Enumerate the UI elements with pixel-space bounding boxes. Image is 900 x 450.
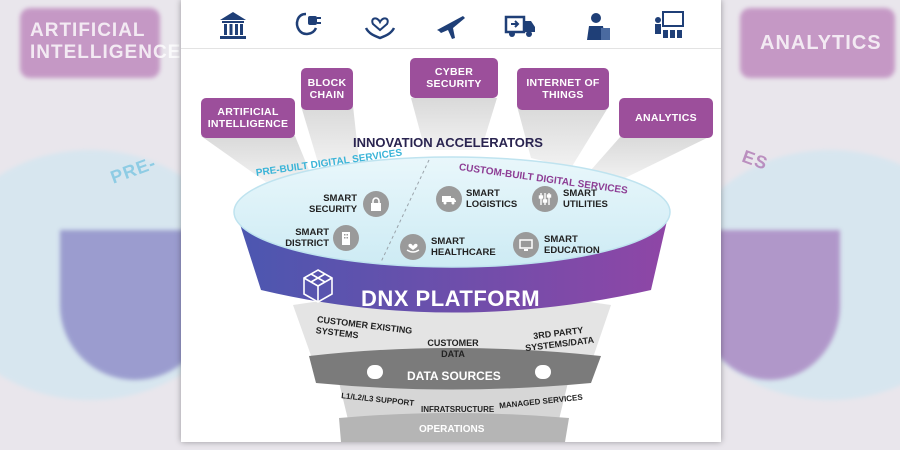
industry-icon-strip bbox=[181, 0, 721, 49]
accelerator-blockchain: BLOCK CHAIN bbox=[301, 68, 353, 110]
ghost-box-right bbox=[740, 8, 895, 78]
lock-icon bbox=[363, 191, 389, 217]
cube-icon bbox=[303, 269, 333, 303]
data-sources-base bbox=[309, 348, 601, 390]
ghost-band-right bbox=[700, 230, 840, 380]
database-icon-left bbox=[367, 365, 383, 379]
operations-title: OPERATIONS bbox=[419, 424, 485, 435]
operation-infrastructure: INFRATSRUCTURE bbox=[421, 405, 495, 414]
diagram-panel: ARTIFICIAL INTELLIGENCE BLOCK CHAIN CYBE… bbox=[181, 0, 721, 442]
accelerator-cyber-security: CYBER SECURITY bbox=[410, 58, 498, 98]
accelerator-analytics: ANALYTICS bbox=[619, 98, 713, 138]
beam-5 bbox=[591, 136, 711, 180]
ghost-box-right-label: ANALYTICS bbox=[760, 32, 882, 54]
accelerator-iot: INTERNET OF THINGS bbox=[517, 68, 609, 110]
data-source-customer-data: CUSTOMER DATA bbox=[427, 338, 479, 359]
database-icon-right bbox=[535, 365, 551, 379]
beam-4 bbox=[517, 106, 609, 168]
building-icon bbox=[333, 225, 359, 251]
sliders-icon bbox=[532, 186, 558, 212]
service-smart-district: SMART DISTRICT bbox=[285, 227, 329, 249]
service-smart-security: SMART SECURITY bbox=[309, 193, 358, 215]
service-smart-utilities: SMART UTILITIES bbox=[563, 188, 608, 210]
data-sources-title: DATA SOURCES bbox=[407, 369, 501, 383]
worker-icon bbox=[587, 13, 610, 40]
logistics-truck-icon bbox=[436, 186, 462, 212]
accelerator-ai: ARTIFICIAL INTELLIGENCE bbox=[201, 98, 295, 138]
ghost-box-left bbox=[20, 8, 160, 78]
heart-hand-icon bbox=[400, 234, 426, 260]
beam-3 bbox=[411, 98, 497, 150]
classroom-icon bbox=[655, 11, 684, 38]
beam-2 bbox=[301, 106, 359, 166]
ghost-box-left-label: ARTIFICIAL INTELLIGENCE bbox=[30, 20, 182, 63]
accelerators-title: INNOVATION ACCELERATORS bbox=[353, 135, 543, 150]
service-smart-healthcare: SMART HEALTHCARE bbox=[431, 236, 496, 258]
services-divider bbox=[380, 159, 430, 263]
airplane-icon bbox=[437, 16, 465, 39]
operations-base bbox=[339, 413, 569, 442]
care-icon bbox=[364, 17, 396, 40]
service-smart-logistics: SMART LOGISTICS bbox=[466, 188, 518, 210]
platform-title: DNX PLATFORM bbox=[361, 286, 541, 311]
monitor-icon bbox=[513, 232, 539, 258]
bank-icon bbox=[220, 12, 246, 39]
truck-icon bbox=[504, 15, 535, 37]
service-smart-education: SMART EDUCATION bbox=[544, 234, 600, 256]
plug-icon bbox=[295, 12, 321, 36]
beam-1 bbox=[201, 136, 309, 182]
